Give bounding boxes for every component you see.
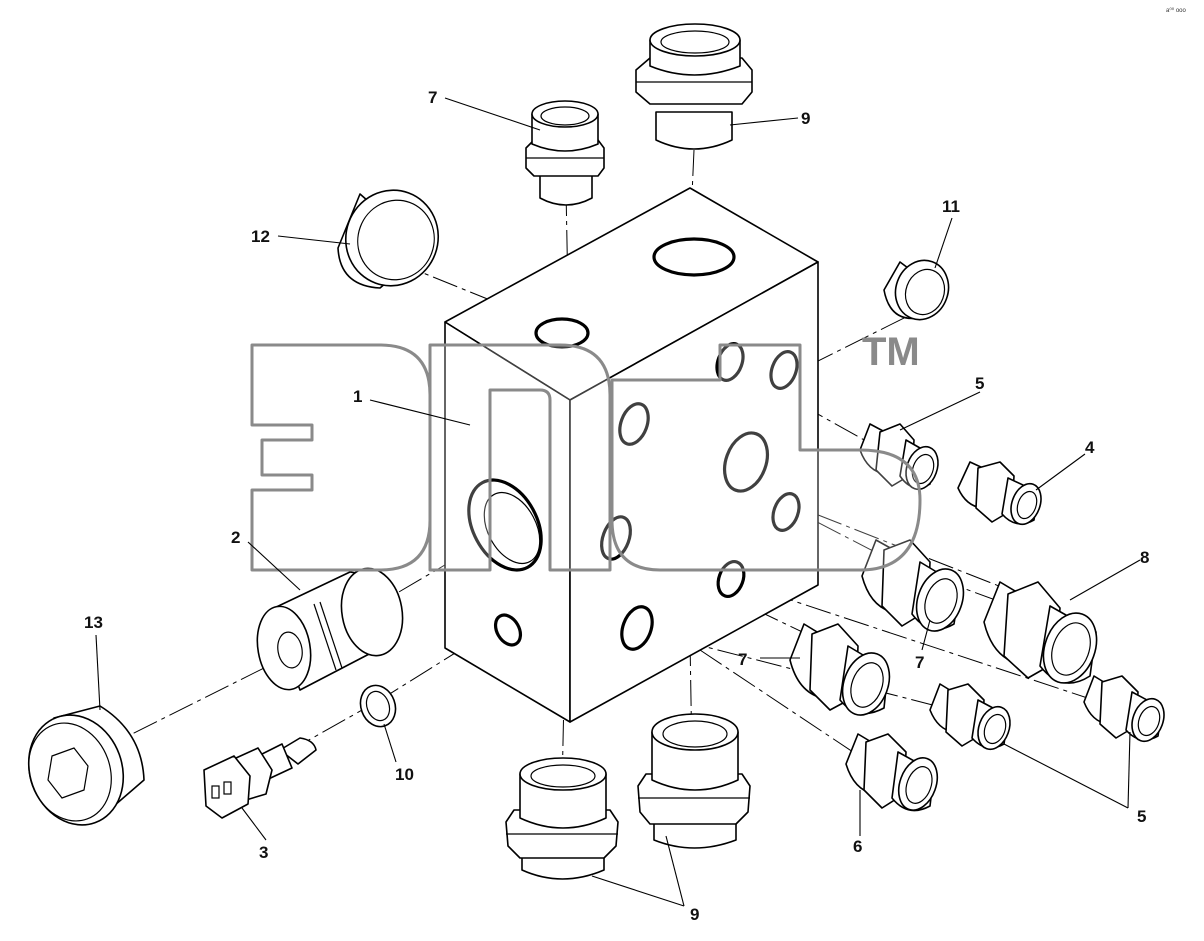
side-ports: [600, 342, 801, 651]
callout-7-right: 7: [915, 653, 924, 672]
fitting-7-top: [525, 100, 605, 206]
callout-10: 10: [395, 765, 414, 784]
washer-10: [359, 684, 397, 728]
plug-11: [883, 259, 950, 321]
callout-7-left: 7: [738, 650, 747, 669]
callout-8: 8: [1140, 548, 1149, 567]
callout-2: 2: [231, 528, 240, 547]
callout-4: 4: [1085, 438, 1095, 457]
watermark-letter-f: [610, 343, 922, 572]
plug-12: [337, 189, 440, 289]
callout-1: 1: [353, 387, 362, 406]
fitting-8: [983, 581, 1098, 684]
part-2-cylinder: [256, 567, 404, 691]
drawing-code: a⁰⁰ ooo: [1166, 7, 1186, 14]
callout-13: 13: [84, 613, 103, 632]
valve-block: [444, 187, 819, 723]
fitting-9-top: [635, 23, 753, 150]
callout-5-lower: 5: [1137, 807, 1146, 826]
watermark-logo: TM: [250, 330, 922, 572]
callout-12: 12: [251, 227, 270, 246]
fitting-9-bottom-left: [505, 757, 619, 880]
watermark-letter-l: [428, 343, 612, 572]
callout-6: 6: [853, 837, 862, 856]
watermark-tm: TM: [862, 330, 920, 374]
fitting-6: [845, 733, 939, 812]
callout-labels: 1 2 3 4 5 5 6 7 7 7 8 9 9 10 11 12 13: [84, 88, 1149, 924]
callout-9-bottom: 9: [690, 905, 699, 924]
front-port-large: [467, 478, 543, 572]
fitting-7-right: [861, 539, 965, 632]
callout-9-top: 9: [801, 109, 810, 128]
fitting-5-middle: [929, 683, 1011, 751]
front-port-small: [493, 613, 523, 647]
fitting-5-right: [1083, 675, 1165, 743]
top-port-ring: [652, 237, 736, 277]
top-port-ring-2: [534, 317, 590, 349]
fitting-4: [957, 461, 1042, 526]
leader-lines: [95, 97, 1141, 907]
fitting-9-bottom-right: [637, 713, 751, 849]
watermark-letter-e: [250, 343, 432, 572]
plug-13: [27, 705, 145, 826]
sensor-3: [203, 737, 317, 819]
callout-5-upper: 5: [975, 374, 984, 393]
callout-11: 11: [942, 197, 960, 216]
callout-3: 3: [259, 843, 268, 862]
callout-7-top: 7: [428, 88, 437, 107]
fitting-7-lower: [789, 623, 891, 716]
block-side-face: [569, 261, 819, 723]
